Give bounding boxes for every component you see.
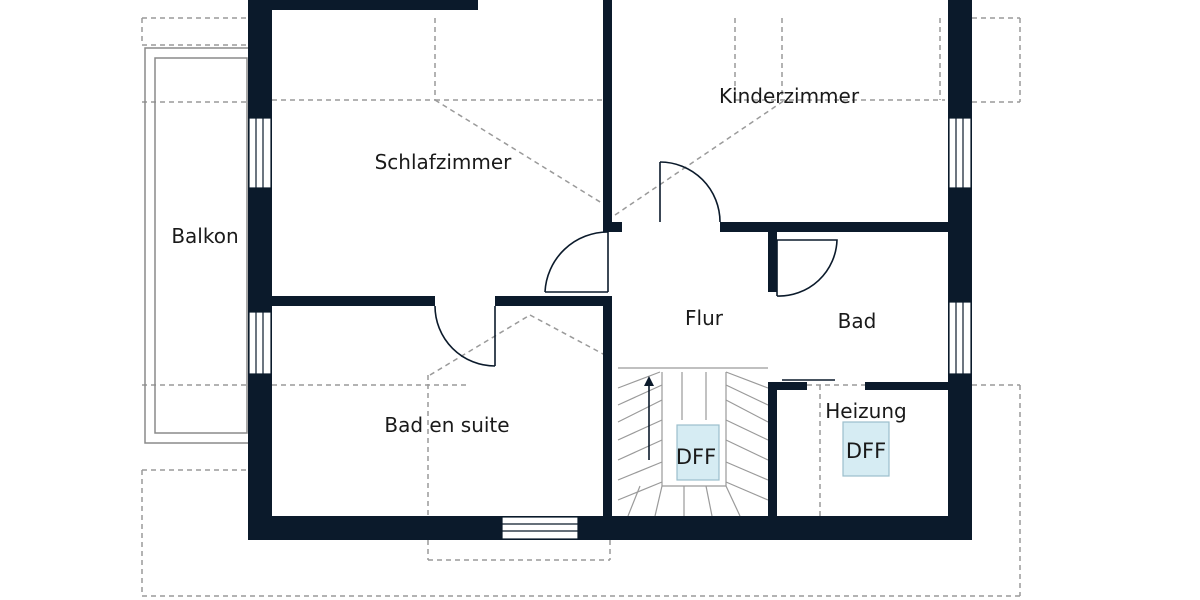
door-swings [434,161,838,381]
room-label-heizung: Heizung [825,399,906,423]
room-label-bad: Bad [838,309,877,333]
windows [248,117,972,540]
roof-dashed-lines [141,17,1021,597]
room-label-schlafzimmer: Schlafzimmer [375,150,513,174]
walls [248,0,972,540]
room-label-bad-en-suite: Bad en suite [384,413,509,437]
room-label-kinderzimmer: Kinderzimmer [719,84,860,108]
stair-arrow [644,376,654,460]
skylight-label-stairs: DFF [676,445,716,469]
room-label-flur: Flur [685,306,724,330]
skylight-heizung [842,421,890,477]
skylight-stairs [676,424,720,481]
room-label-balkon: Balkon [171,224,238,248]
staircase [617,367,769,517]
skylight-label-heizung: DFF [846,439,886,463]
